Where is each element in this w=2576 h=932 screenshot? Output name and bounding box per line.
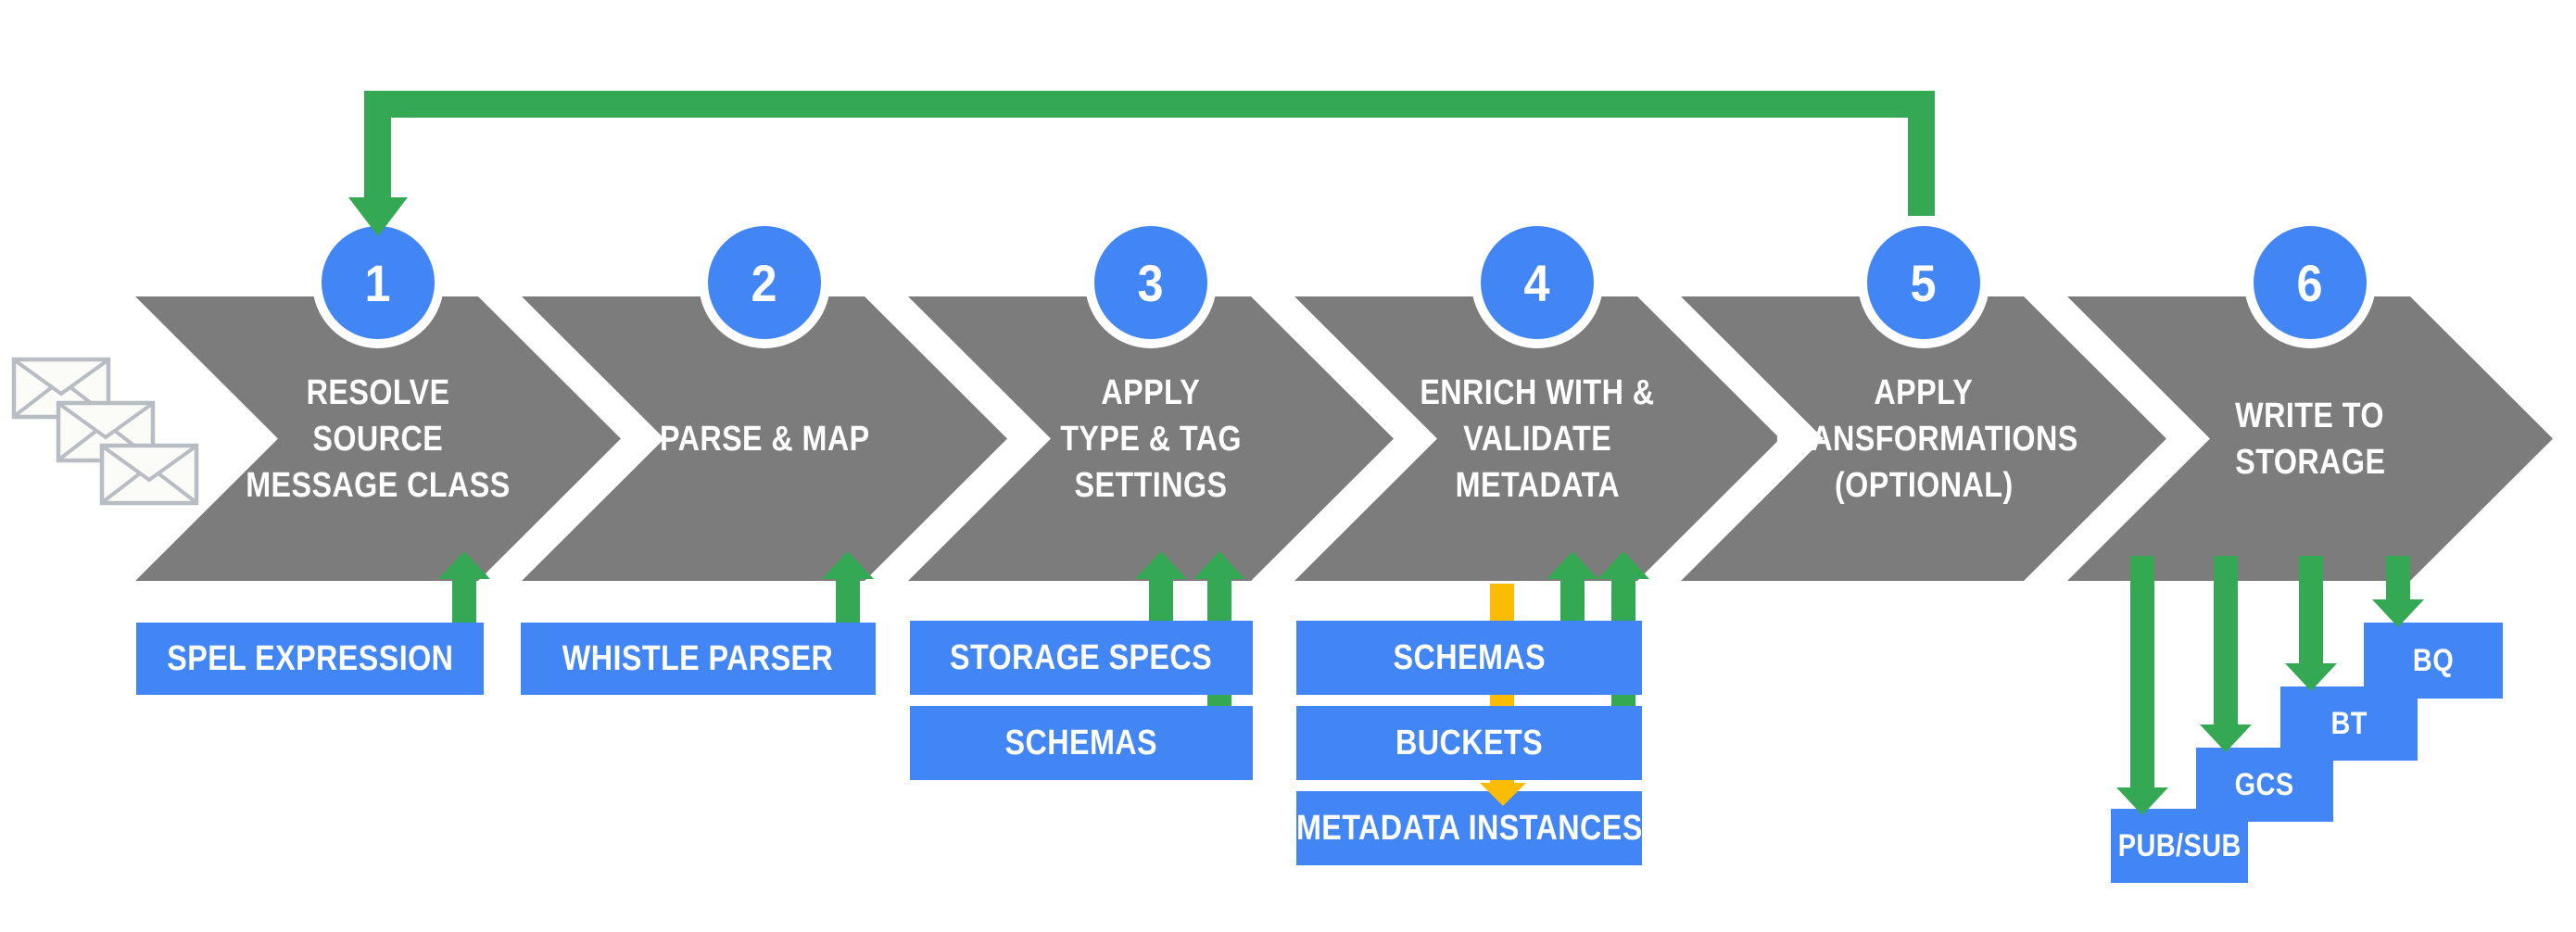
step-label-line: SOURCE [312,419,444,459]
up-arrow-buckets-head-icon [1597,551,1649,579]
step-label-line: TRANSFORMATIONS [1769,419,2078,459]
step-number: 5 [1910,253,1938,312]
step-6-label: WRITE TO STORAGE [2067,296,2553,581]
step-label-line: SETTINGS [1074,465,1228,505]
down-arrow-bt-shaft [2299,556,2323,663]
input-box-schemas-step3: SCHEMAS [910,706,1253,780]
down-arrow-pubsub-shaft [2130,556,2154,787]
down-arrow-pubsub-head-icon [2116,787,2168,815]
step-number: 6 [2296,253,2324,312]
box-label: BUCKETS [1395,723,1544,762]
step-label-line: METADATA [1455,465,1620,505]
up-arrow-schemas4-shaft [1560,579,1585,621]
box-label: BQ [2412,642,2455,678]
feedback-loop-horizontal [364,91,1935,118]
up-arrow-schemas3-head-icon [1193,551,1245,579]
feedback-loop-right-vertical [1908,118,1935,216]
up-arrow-storage-specs-head-icon [1135,551,1187,579]
step-label-line: WRITE TO [2235,396,2385,435]
step-1-label: RESOLVE SOURCE MESSAGE CLASS [135,296,621,581]
step-4-label: ENRICH WITH & VALIDATE METADATA [1294,296,1780,581]
output-box-pubsub: PUB/SUB [2111,809,2248,883]
box-label: METADATA INSTANCES [1295,808,1643,848]
step-label-line: APPLY [1101,372,1201,412]
box-label: BT [2330,705,2368,741]
box-label: STORAGE SPECS [950,637,1213,677]
box-label: SPEL EXPRESSION [166,638,454,678]
input-box-buckets: BUCKETS [1296,706,1642,780]
input-box-whistle-parser: WHISTLE PARSER [521,623,876,695]
step-label-line: (OPTIONAL) [1834,465,2014,505]
output-box-metadata-instances: METADATA INSTANCES [1296,791,1642,865]
step-label-line: PARSE & MAP [659,419,870,459]
box-label: GCS [2235,766,2294,802]
step-number: 4 [1523,253,1551,312]
step-number-badge-1: 1 [312,217,444,348]
envelope-icon [99,443,199,506]
up-arrow-storage-specs-shaft [1149,579,1173,621]
step-number-badge-5: 5 [1858,217,1989,348]
step-label-line: STORAGE [2234,442,2386,482]
step-label-line: APPLY [1874,372,1974,412]
up-arrow-spel-shaft [452,579,476,623]
step-5-label: APPLY TRANSFORMATIONS (OPTIONAL) [1681,296,2166,581]
step-number-badge-3: 3 [1085,217,1217,348]
step-number: 2 [751,253,778,312]
step-number-badge-4: 4 [1471,217,1603,348]
step-label-line: ENRICH WITH & [1420,372,1655,412]
down-arrow-bq-shaft [2386,556,2410,599]
down-arrow-gcs-head-icon [2200,724,2252,752]
step-2-label: PARSE & MAP [522,296,1007,581]
step-label-line: RESOLVE [306,372,450,412]
step-number-badge-6: 6 [2244,217,2376,348]
input-box-schemas-step4: SCHEMAS [1296,621,1642,695]
up-arrow-whistle-shaft [836,579,860,623]
down-arrow-metadata-head-icon [1480,783,1526,806]
up-arrow-spel-head-icon [438,551,490,579]
step-label-line: VALIDATE [1462,419,1612,459]
up-arrow-whistle-head-icon [822,551,874,579]
down-arrow-bt-head-icon [2285,663,2337,691]
input-box-spel-expression: SPEL EXPRESSION [136,623,484,695]
step-number-badge-2: 2 [699,217,830,348]
box-label: SCHEMAS [1004,723,1158,762]
box-label: SCHEMAS [1393,637,1546,677]
down-arrow-bq-head-icon [2372,599,2424,627]
box-label: PUB/SUB [2117,827,2241,863]
feedback-loop-left-vertical [364,118,391,197]
step-label-line: TYPE & TAG [1060,419,1242,459]
down-arrow-gcs-shaft [2214,556,2238,724]
step-number: 3 [1137,253,1165,312]
box-label: WHISTLE PARSER [562,638,834,678]
up-arrow-schemas4-head-icon [1547,551,1598,579]
feedback-loop-arrowhead-icon [348,197,408,236]
step-label-line: MESSAGE CLASS [246,465,511,505]
input-box-storage-specs: STORAGE SPECS [910,621,1253,695]
step-number: 1 [364,253,392,312]
step-3-label: APPLY TYPE & TAG SETTINGS [908,296,1394,581]
output-box-bq: BQ [2364,623,2503,699]
